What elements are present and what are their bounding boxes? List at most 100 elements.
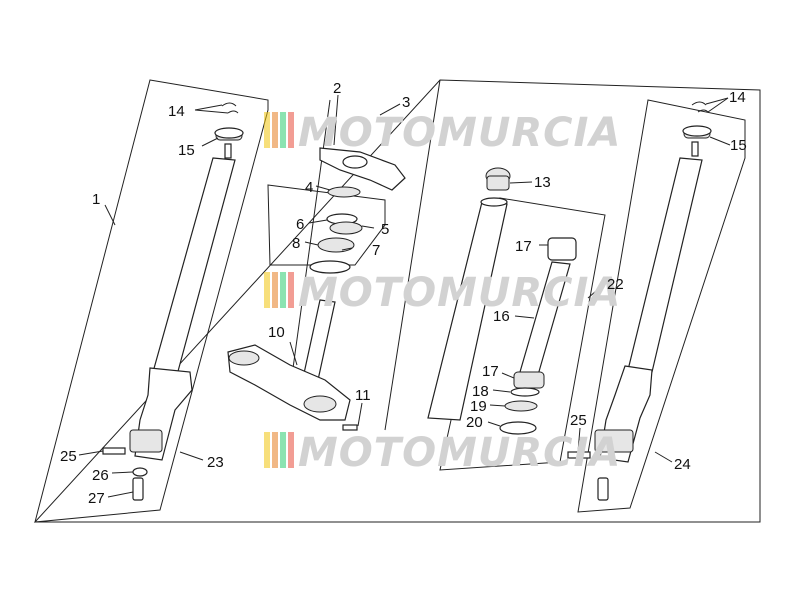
leader-14a-2 xyxy=(194,109,229,114)
callout-25-left: 25 xyxy=(60,448,77,465)
inner-tube-group xyxy=(499,237,577,435)
callout-23: 23 xyxy=(207,454,224,471)
callout-24: 24 xyxy=(674,456,691,473)
watermark-bottom: MOTOMURCIA xyxy=(264,430,621,476)
leader-1 xyxy=(104,204,116,226)
watermark-text: MOTOMURCIA xyxy=(298,430,621,476)
steering-assembly xyxy=(227,147,406,431)
leader-24 xyxy=(654,451,673,463)
callout-20: 20 xyxy=(466,414,483,431)
right-bolt-25 xyxy=(567,451,591,459)
upper-triple-clamp xyxy=(319,147,406,191)
leader-27 xyxy=(107,491,134,498)
seal-8 xyxy=(309,260,351,274)
ring-nut-4 xyxy=(327,186,361,198)
callout-10: 10 xyxy=(268,324,285,341)
callout-7: 7 xyxy=(372,242,380,259)
left-fork xyxy=(102,102,244,501)
leader-19 xyxy=(489,404,506,407)
watermark-stripe xyxy=(264,272,270,308)
watermark-middle: MOTOMURCIA xyxy=(264,270,620,316)
watermark-stripe xyxy=(288,112,294,148)
leader-8 xyxy=(304,241,319,246)
callout-15-left: 15 xyxy=(178,142,195,159)
right-fork-tube xyxy=(627,157,703,373)
bearing-5 xyxy=(329,221,363,235)
callout-15-right: 15 xyxy=(730,137,747,154)
leader-25b xyxy=(577,427,581,453)
watermark-stripe xyxy=(288,272,294,308)
leader-6 xyxy=(308,219,328,224)
callout-14-left: 14 xyxy=(168,103,185,120)
callout-22: 22 xyxy=(607,276,624,293)
right-clip-14 xyxy=(691,101,709,113)
left-fork-cap xyxy=(214,127,244,139)
leader-26 xyxy=(111,471,134,474)
callout-labels: 1 2 3 4 5 6 7 8 10 11 13 14 15 16 17 17 … xyxy=(60,80,747,507)
leader-10 xyxy=(289,341,298,366)
left-axle-clamp xyxy=(129,429,163,453)
outer-tube-top xyxy=(480,197,508,207)
callout-26: 26 xyxy=(92,467,109,484)
screw-11 xyxy=(342,424,358,431)
leader-17b xyxy=(501,372,515,379)
callout-2: 2 xyxy=(333,80,341,97)
leader-23 xyxy=(179,451,204,461)
upper-clamp-bore xyxy=(342,155,368,169)
leader-2 xyxy=(333,94,339,146)
callout-17-bottom: 17 xyxy=(482,363,499,380)
leader-4 xyxy=(315,185,331,191)
watermark-stripe xyxy=(280,432,286,468)
watermark-stripe xyxy=(280,272,286,308)
watermark-stripe xyxy=(272,432,278,468)
watermark-stripe xyxy=(272,272,278,308)
leader-15a xyxy=(201,137,219,147)
right-fork-cap xyxy=(682,125,712,137)
right-axle-clamp xyxy=(594,429,634,453)
bushing-17-top xyxy=(547,237,577,261)
leader-3 xyxy=(379,103,401,116)
leader-14b-2 xyxy=(707,97,729,113)
center-divider-line xyxy=(384,79,441,431)
washer-18 xyxy=(510,387,540,397)
watermark-stripe xyxy=(264,112,270,148)
callout-19: 19 xyxy=(470,398,487,415)
left-clip-14 xyxy=(221,102,239,114)
bearing-7 xyxy=(317,237,355,253)
leader-22 xyxy=(587,284,604,299)
callout-18: 18 xyxy=(472,383,489,400)
right-bolt-lower xyxy=(597,477,609,501)
leader-20 xyxy=(487,421,501,427)
leader-5 xyxy=(361,225,375,229)
callout-27: 27 xyxy=(88,490,105,507)
callout-17-top: 17 xyxy=(515,238,532,255)
left-bolt-25 xyxy=(102,447,126,455)
lower-clamp-right-bore xyxy=(303,395,337,413)
callout-11: 11 xyxy=(355,387,371,404)
right-fork-group-outline xyxy=(577,99,746,513)
left-washer-26 xyxy=(132,467,148,477)
leader-16 xyxy=(514,315,535,319)
lower-clamp-left-bore xyxy=(228,350,260,366)
watermark-stripe xyxy=(280,112,286,148)
right-fork xyxy=(567,101,712,501)
callout-1: 1 xyxy=(92,191,100,208)
seal-19 xyxy=(504,400,538,412)
watermark-text: MOTOMURCIA xyxy=(298,110,621,156)
leader-14a xyxy=(194,104,223,111)
watermark-stripe xyxy=(288,432,294,468)
bearing-group-outline xyxy=(267,184,386,266)
left-fork-plug xyxy=(224,143,232,159)
callout-13: 13 xyxy=(534,174,551,191)
callout-8: 8 xyxy=(292,235,300,252)
left-bolt-27 xyxy=(132,477,144,501)
leader-15b xyxy=(709,136,731,146)
callout-5: 5 xyxy=(381,221,389,238)
watermark-top: MOTOMURCIA xyxy=(264,110,621,156)
watermark-stripe xyxy=(272,112,278,148)
dust-cover-20 xyxy=(499,421,537,435)
leader-18 xyxy=(492,389,511,393)
bushing-17-bottom xyxy=(513,371,545,389)
callout-6: 6 xyxy=(296,216,304,233)
